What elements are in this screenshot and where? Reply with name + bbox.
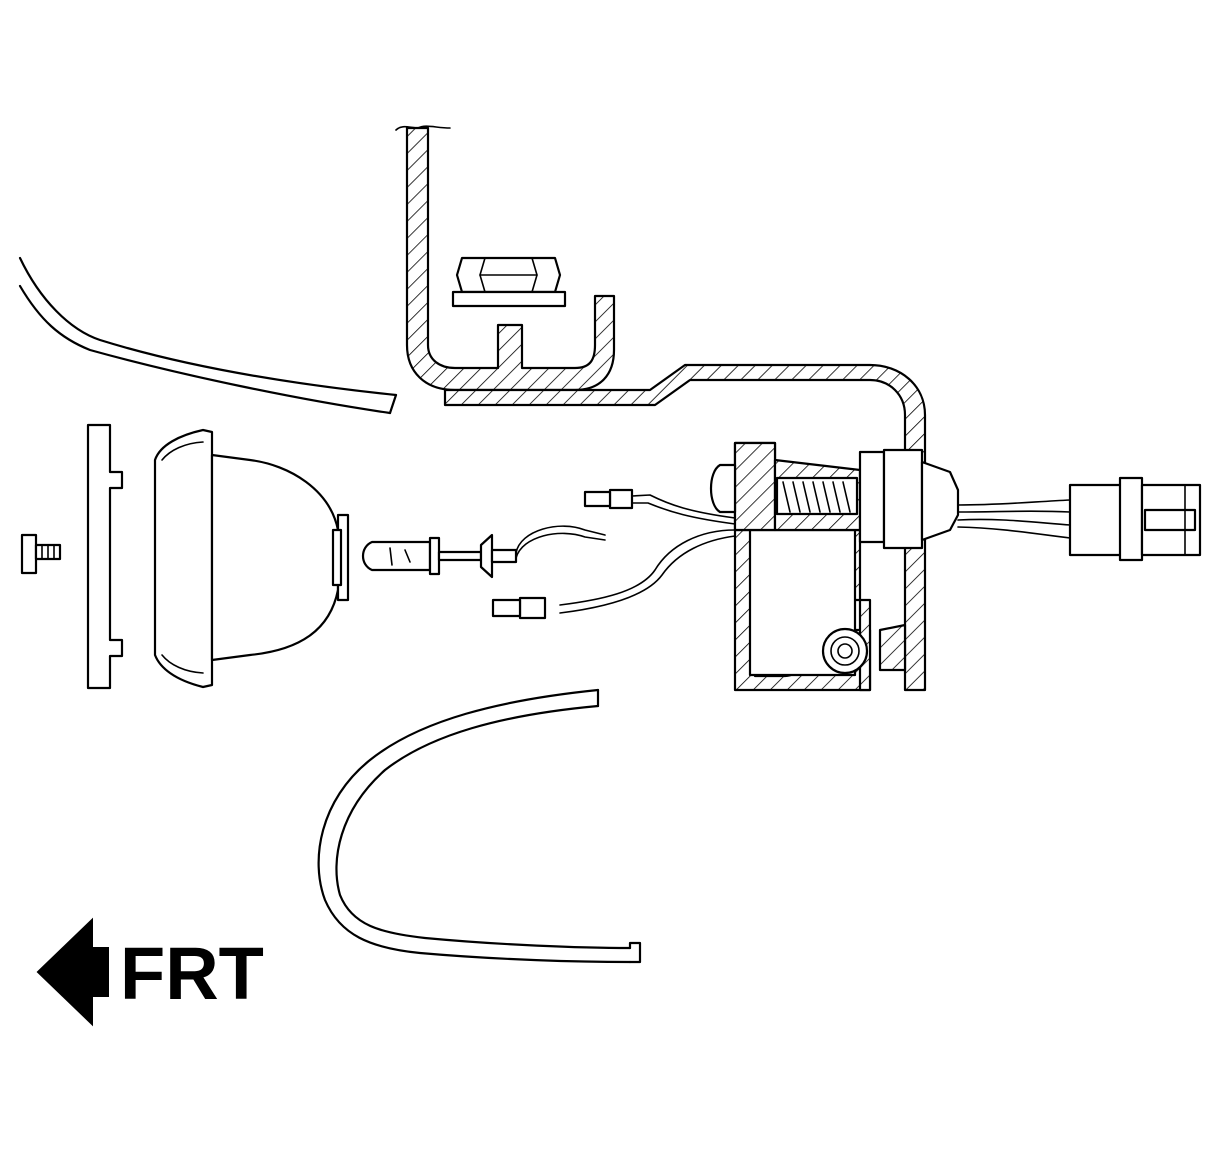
wiring-harness (957, 499, 1071, 539)
front-label: FRT (120, 932, 264, 1015)
lower-fascia-strip (317, 688, 642, 964)
halogen-bulb (361, 525, 606, 579)
pivot-bolt (821, 627, 869, 675)
left-arrow-icon (36, 917, 109, 1027)
nut (451, 256, 567, 308)
front-orientation-indicator: FRT (36, 917, 264, 1027)
lens-retainer (86, 423, 124, 690)
upper-fascia-strip (18, 256, 398, 415)
lamp-reflector (153, 428, 350, 689)
pigtail-wires (491, 488, 736, 620)
mounting-bracket (395, 125, 927, 692)
adjustment-screw (20, 533, 62, 575)
electrical-connector (1068, 476, 1202, 562)
lamp-housing-cutaway (709, 441, 960, 692)
